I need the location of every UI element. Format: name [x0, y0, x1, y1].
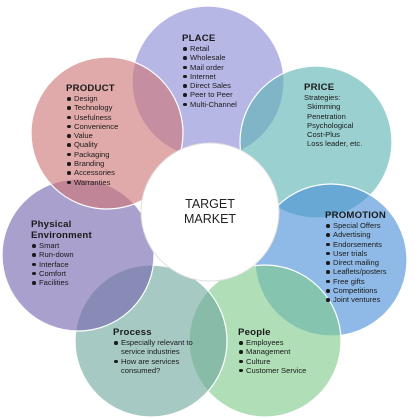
product-item: Value [66, 131, 118, 140]
promotion-item: Endorsements [326, 240, 387, 249]
price-line: Psychological [307, 120, 354, 130]
people-list: Employees Management Culture Customer Se… [238, 338, 306, 375]
place-item: Wholesale [183, 53, 237, 62]
physical-item: Smart [32, 241, 92, 250]
price-section: PRICE Strategies: Skimming Penetration P… [304, 82, 362, 149]
people-section: People Employees Management Culture Cust… [238, 327, 306, 375]
product-item: Quality [66, 140, 118, 149]
place-item: Internet [183, 72, 237, 81]
process-section: Process Especially relevant to service i… [113, 327, 213, 375]
product-item: Packaging [66, 150, 118, 159]
physical-section: Physical Environment Smart Run-down Inte… [31, 219, 92, 287]
process-title: Process [113, 327, 152, 338]
price-line: Strategies: [304, 93, 341, 102]
physical-item: Comfort [32, 269, 92, 278]
product-item: Technology [66, 103, 118, 112]
center-line-1: TARGET [185, 197, 235, 211]
price-line: Cost-Plus [307, 130, 340, 140]
price-lines: Strategies: Skimming Penetration Psychol… [304, 93, 362, 149]
product-item: Convenience [66, 121, 119, 131]
price-line: Penetration [307, 111, 346, 121]
process-item: Especially relevant to service industrie… [114, 338, 213, 357]
place-item: Direct Sales [183, 81, 237, 90]
price-line: Loss leader, etc. [307, 139, 363, 149]
people-title: People [238, 327, 271, 338]
promotion-item: User trials [326, 249, 387, 258]
price-title: PRICE [304, 82, 335, 93]
product-list: Design Technology Usefulness Convenience… [66, 94, 118, 187]
promotion-title: PROMOTION [325, 210, 386, 221]
physical-title-line-2: Environment [31, 230, 92, 241]
physical-item: Run-down [32, 250, 92, 259]
people-item: Customer Service [238, 365, 307, 375]
product-section: PRODUCT Design Technology Usefulness Con… [66, 83, 118, 187]
price-line: Skimming [307, 102, 341, 112]
people-item: Employees [238, 338, 306, 347]
promotion-item: Leaflets/posters [326, 267, 387, 277]
promotion-item: Direct mailing [326, 258, 387, 267]
process-list: Especially relevant to service industrie… [113, 338, 213, 375]
physical-item: Interface [32, 260, 92, 269]
physical-title-line-1: Physical [31, 219, 72, 230]
place-list: Retail Wholesale Mail order Internet Dir… [182, 44, 237, 109]
process-item: How are services consumed? [114, 357, 213, 376]
promotion-item: Free gifts [326, 277, 387, 286]
promotion-item: Special Offers [326, 221, 387, 230]
product-item: Warranties [66, 178, 118, 187]
place-section: PLACE Retail Wholesale Mail order Intern… [182, 33, 237, 109]
target-market-label: TARGET MARKET [160, 197, 260, 227]
product-title: PRODUCT [66, 83, 115, 94]
place-item: Multi-Channel [183, 99, 237, 109]
product-item: Accessories [66, 168, 118, 177]
physical-list: Smart Run-down Interface Comfort Facilit… [31, 241, 92, 287]
place-title: PLACE [182, 33, 216, 44]
product-item: Design [66, 94, 118, 103]
promotion-list: Special Offers Advertising Endorsements … [325, 221, 387, 305]
product-circle [30, 56, 184, 210]
center-line-2: MARKET [183, 212, 237, 226]
place-item: Peer to Peer [183, 90, 237, 99]
promotion-item: Competitions [326, 286, 387, 295]
people-item: Culture [238, 357, 306, 366]
people-item: Management [238, 347, 306, 356]
center-circle [140, 142, 280, 282]
place-item: Mail order [183, 63, 237, 72]
product-item: Usefulness [66, 113, 118, 122]
promotion-item: Joint ventures [326, 295, 387, 304]
promotion-section: PROMOTION Special Offers Advertising End… [325, 210, 387, 305]
product-item: Branding [66, 159, 118, 168]
promotion-item: Advertising [326, 230, 387, 239]
physical-item: Facilities [32, 278, 92, 287]
place-item: Retail [183, 44, 237, 53]
